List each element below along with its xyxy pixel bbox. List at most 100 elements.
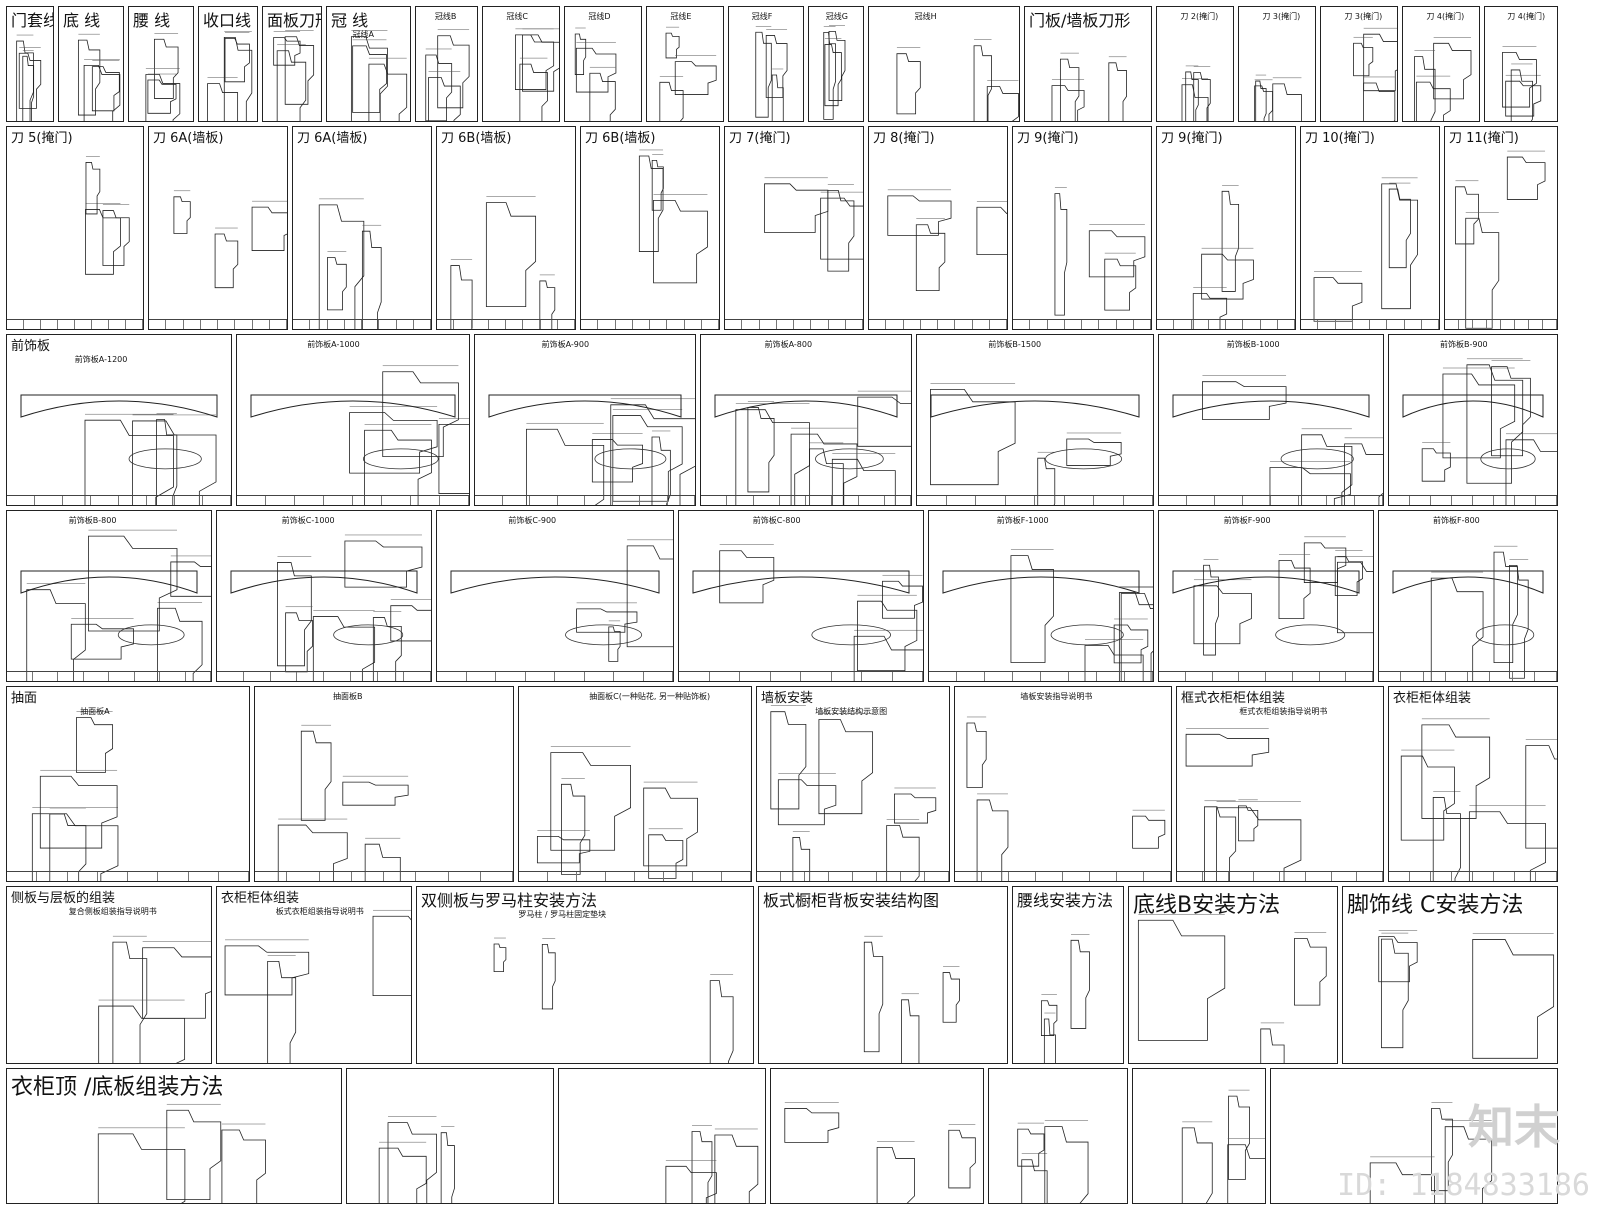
sheet-title: 刀 5(掩门) — [11, 131, 73, 146]
sheet-title: 墙板安装 — [761, 691, 814, 706]
drawing-sheet: 面板刀形 — [262, 6, 322, 122]
technical-drawing-lines — [536, 746, 698, 879]
technical-drawing-lines — [1455, 150, 1546, 329]
title-block — [293, 319, 431, 329]
sheet-subtitle: 前饰板C-800 — [752, 516, 801, 525]
technical-drawing-lines — [942, 549, 1153, 681]
sheet-subtitle: 抽面板C(一种贴花, 另一种贴饰板) — [589, 692, 711, 701]
technical-drawing-lines — [450, 539, 673, 662]
technical-drawing-lines — [770, 705, 937, 881]
drawing-sheet: 冠线F — [728, 6, 804, 122]
technical-drawing-lines — [755, 25, 788, 121]
technical-drawing-lines — [1313, 177, 1418, 322]
sheet-title: 框式衣柜柜体组装 — [1181, 691, 1286, 706]
title-block — [929, 671, 1153, 681]
drawing-sheet: 底 线 — [58, 6, 124, 122]
drawing-sheet: 前饰板C-900 — [436, 510, 674, 682]
drawing-sheet: 刀 4(掩门) — [1484, 6, 1558, 122]
sheet-title: 收口线 — [203, 11, 252, 30]
sheet-title: 腰线安装方法 — [1017, 891, 1114, 910]
drawing-sheet: 前饰板F-1000 — [928, 510, 1154, 682]
drawing-sheet: 门套线 — [6, 6, 54, 122]
title-block — [149, 319, 287, 329]
technical-drawing-lines — [1414, 37, 1472, 121]
sheet-subtitle: 板式衣柜组装指导说明书 — [275, 907, 364, 916]
technical-drawing-lines — [1378, 930, 1555, 1059]
title-block — [217, 671, 431, 681]
sheet-title: 面板刀形 — [267, 11, 321, 30]
technical-drawing-lines — [1392, 545, 1544, 681]
drawing-sheet: 脚饰线 C安装方法 — [1342, 886, 1558, 1064]
drawing-sheet: 前饰板C-1000 — [216, 510, 432, 682]
sheet-subtitle: 墙板安装结构示意图 — [815, 707, 888, 716]
drawing-sheet: 腰 线 — [128, 6, 194, 122]
drawing-sheet: 墙板安装指导说明书 — [954, 686, 1172, 882]
drawing-sheet: 冠线B — [415, 6, 478, 122]
drawing-sheet: 刀 7(掩门) — [724, 126, 864, 330]
drawing-sheet: 框式衣柜柜体组装框式衣柜组装指导说明书 — [1176, 686, 1384, 882]
drawing-sheet: 刀 6B(墙板) — [580, 126, 720, 330]
title-block — [1157, 319, 1295, 329]
title-block — [1445, 319, 1557, 329]
title-block — [679, 671, 923, 681]
sheet-subtitle: 复合侧板组装指导说明书 — [68, 907, 157, 916]
technical-drawing-lines — [98, 935, 211, 1063]
technical-drawing-lines — [966, 716, 1166, 881]
drawing-sheet: 抽面抽面板A — [6, 686, 250, 882]
technical-drawing-lines — [230, 534, 431, 681]
drawing-sheet: 抽面板C(一种贴花, 另一种贴饰板) — [518, 686, 752, 882]
sheet-subtitle: 抽面板B — [333, 692, 363, 701]
title-block — [1389, 495, 1557, 505]
technical-drawing-lines — [692, 544, 923, 681]
technical-drawing-lines — [1017, 1120, 1089, 1203]
drawing-sheet — [1132, 1068, 1266, 1204]
technical-drawing-lines — [1181, 1089, 1265, 1203]
drawing-sheet: 前饰板C-800 — [678, 510, 924, 682]
sheet-title: 门套线 — [11, 11, 53, 30]
drawing-sheet: 冠线G — [808, 6, 864, 122]
technical-drawing-lines — [250, 365, 469, 505]
sheet-subtitle: 前饰板A-800 — [764, 340, 813, 349]
technical-drawing-lines — [20, 394, 218, 505]
title-block — [475, 495, 695, 505]
drawing-sheet: 刀 4(掩门) — [1402, 6, 1480, 122]
technical-drawing-lines — [665, 1125, 759, 1203]
title-block — [1013, 319, 1151, 329]
title-block — [1159, 671, 1373, 681]
technical-drawing-lines — [493, 937, 734, 1063]
drawing-sheet: 前饰板前饰板A-1200 — [6, 334, 232, 506]
technical-drawing-lines — [659, 26, 717, 121]
technical-drawing-lines — [16, 34, 42, 121]
title-block — [255, 871, 513, 881]
title-block — [437, 319, 575, 329]
sheet-subtitle: 刀 4(掩门) — [1507, 12, 1546, 21]
technical-drawing-lines — [145, 33, 181, 121]
sheet-title: 前饰板 — [11, 339, 51, 354]
sheet-subtitle: 框式衣柜组装指导说明书 — [1239, 707, 1328, 716]
drawing-sheet: 门板/墙板刀形 — [1024, 6, 1152, 122]
sheet-subtitle: 前饰板A-1000 — [307, 340, 360, 349]
drawing-sheet: 刀 11(掩门) — [1444, 126, 1558, 330]
sheet-subtitle: 前饰板F-1000 — [996, 516, 1049, 525]
drawing-sheet: 前饰板A-900 — [474, 334, 696, 506]
title-block — [1389, 871, 1557, 881]
technical-drawing-lines — [1402, 358, 1557, 505]
technical-drawing-lines — [1137, 913, 1327, 1063]
title-block — [7, 319, 143, 329]
technical-drawing-lines — [574, 27, 617, 121]
sheet-subtitle: 冠线D — [588, 12, 611, 21]
sheet-title: 刀 9(掩门) — [1161, 131, 1223, 146]
technical-drawing-lines — [930, 383, 1140, 505]
drawing-sheet: 衣柜顶 /底板组装方法 — [6, 1068, 342, 1204]
drawing-sheet: 抽面板B — [254, 686, 514, 882]
sheet-title: 刀 7(掩门) — [729, 131, 791, 146]
title-block — [519, 871, 751, 881]
drawing-sheet: 前饰板F-900 — [1158, 510, 1374, 682]
drawing-sheet — [988, 1068, 1128, 1204]
technical-drawing-lines — [1185, 728, 1302, 881]
sheet-title: 冠 线 — [331, 11, 369, 30]
technical-drawing-lines — [207, 31, 253, 121]
technical-drawing-lines — [350, 30, 408, 121]
drawing-sheet: 衣柜柜体组装板式衣柜组装指导说明书 — [216, 886, 412, 1064]
technical-drawing-lines — [1502, 46, 1542, 121]
